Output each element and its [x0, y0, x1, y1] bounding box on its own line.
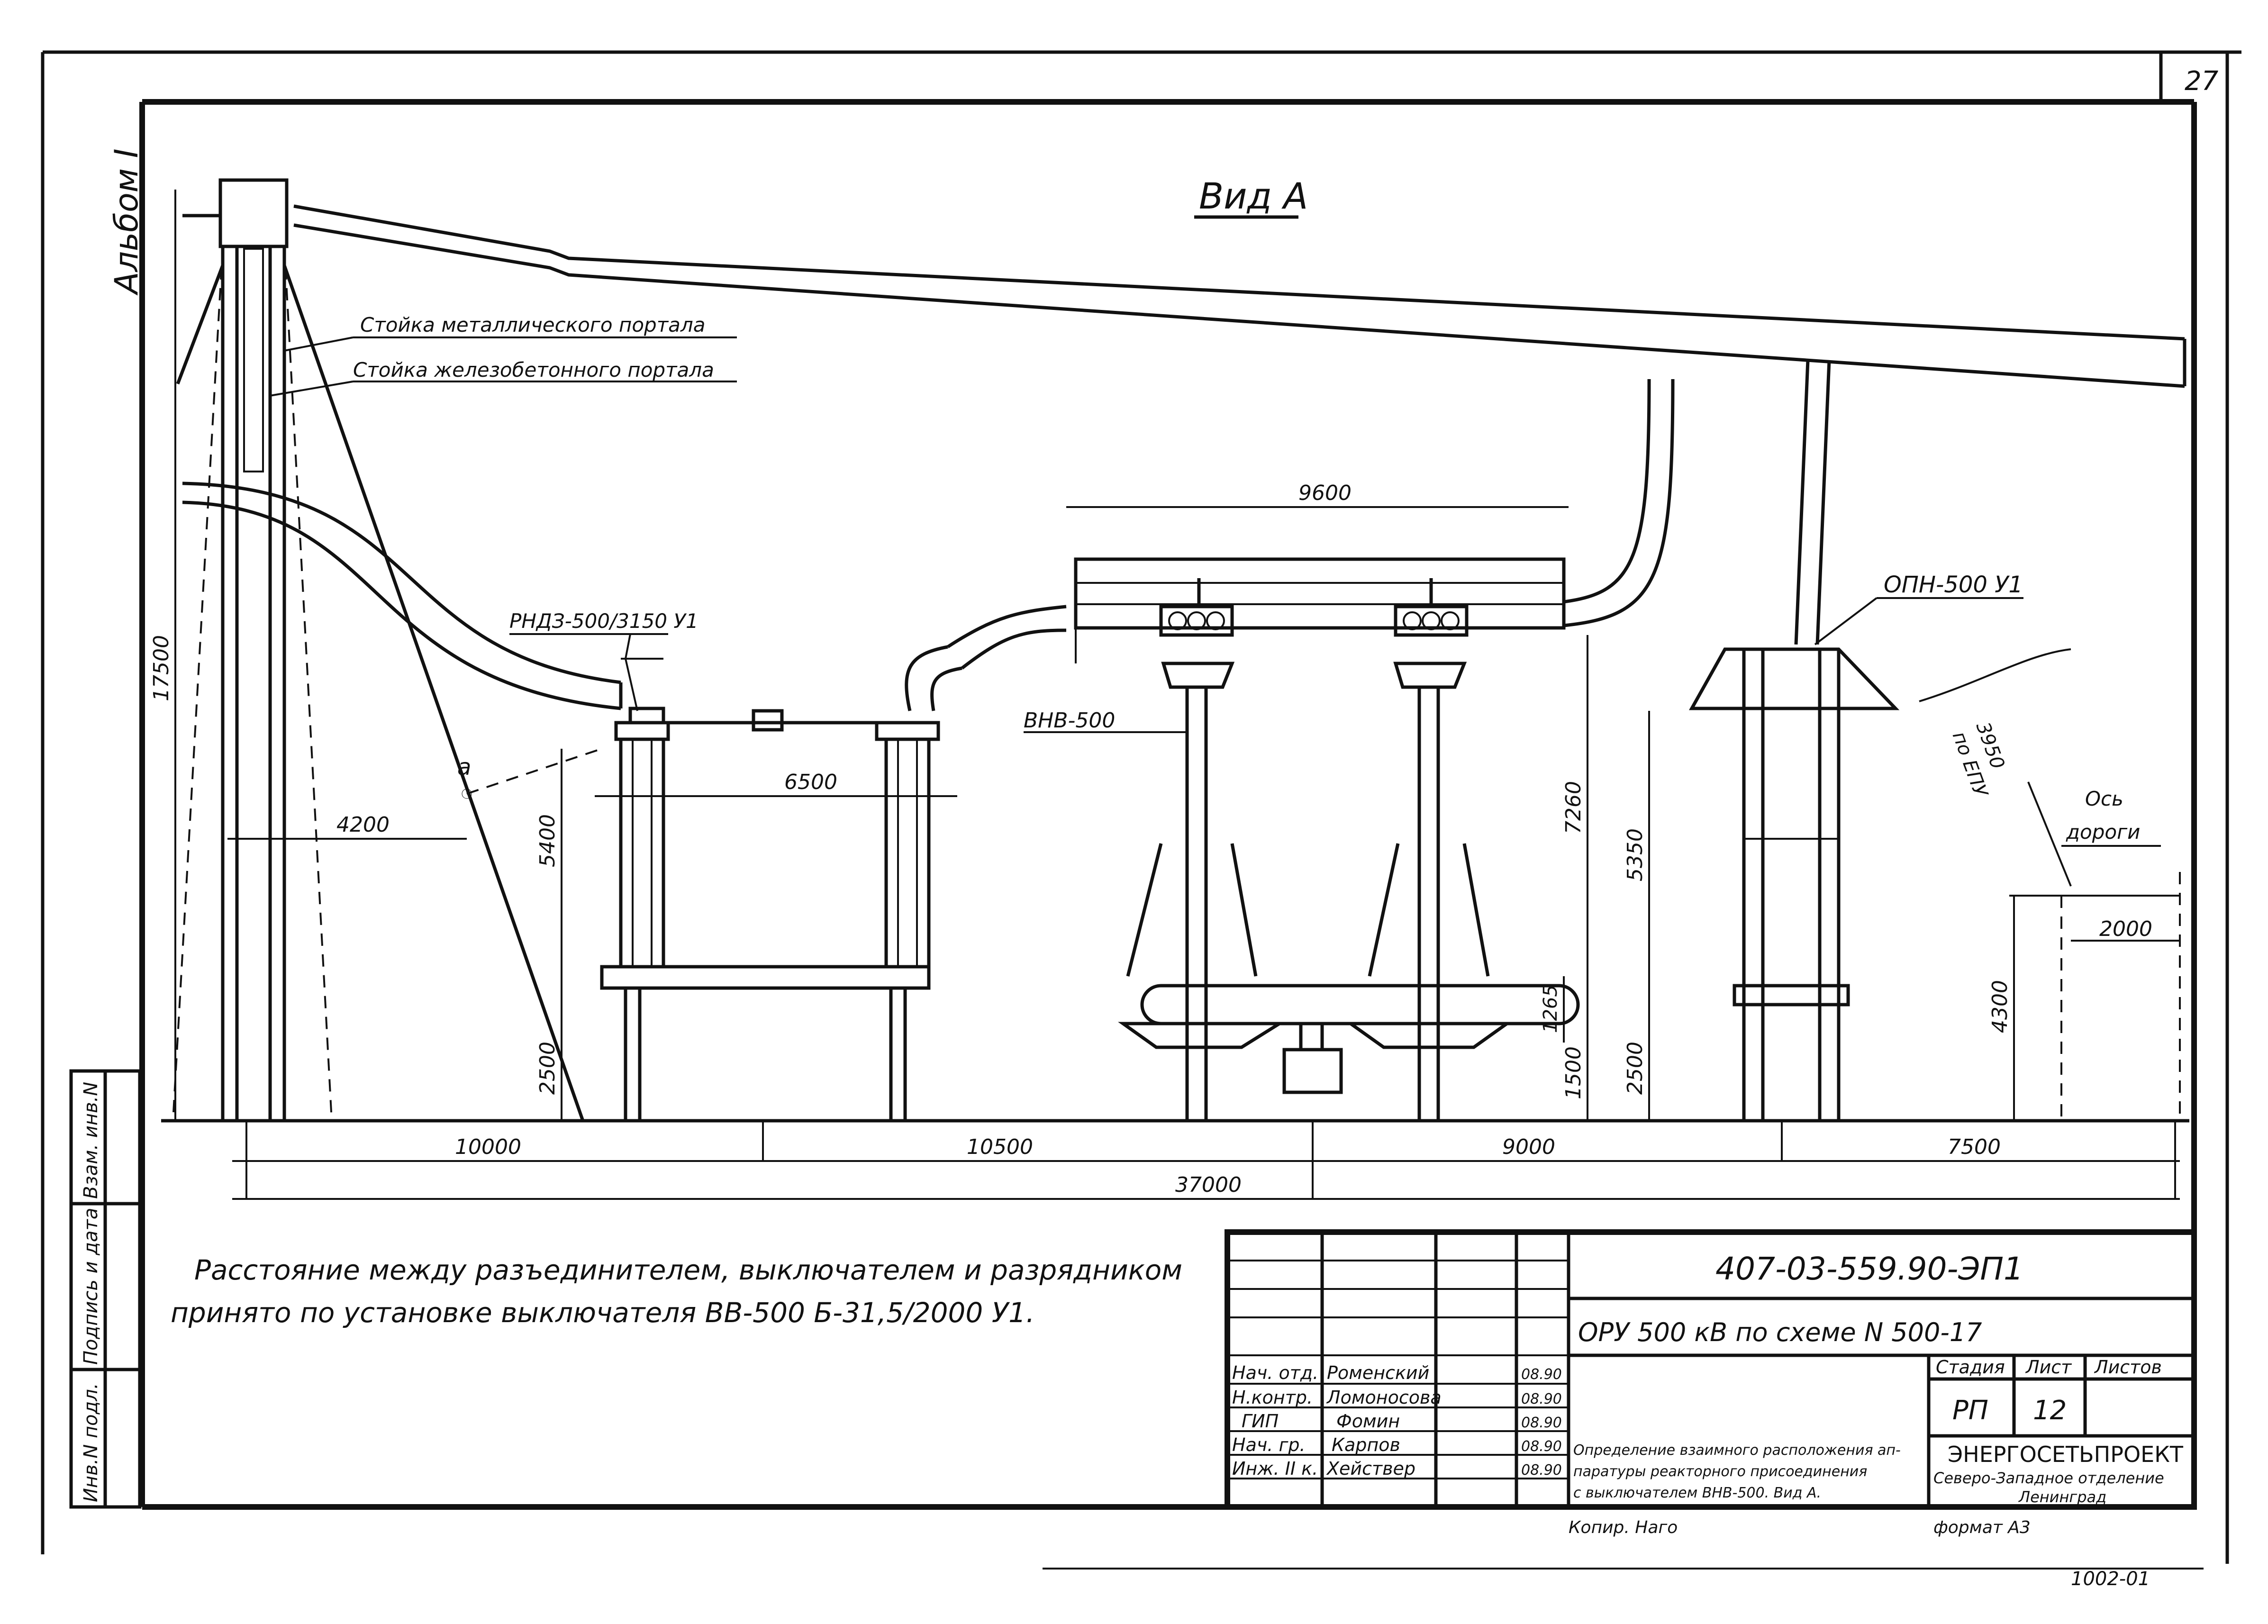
dim-2000: 2000 [2099, 917, 2152, 941]
row-name: Хействер [1326, 1458, 1415, 1479]
dim-2500-a: 2500 [535, 1042, 560, 1095]
approval-rows: Нач. отд. Роменский 08.90 Н.контр. Ломон… [1232, 1362, 1562, 1479]
dim-2500-b: 2500 [1623, 1042, 1647, 1095]
row-date: 08.90 [1521, 1438, 1562, 1455]
upper-conductor [293, 204, 2186, 388]
dim-10000: 10000 [455, 1135, 521, 1159]
org-branch: Северо-Западное отделение [1933, 1469, 2164, 1487]
dim-4300: 4300 [1988, 980, 2012, 1033]
side-stamp-inv-podl: Инв.N подл. [80, 1383, 102, 1502]
row-role: ГИП [1242, 1411, 1279, 1432]
row-role: Инж. II к. [1232, 1458, 1318, 1479]
dim-9600: 9600 [1298, 481, 1352, 505]
disconnector-rndz [600, 605, 1067, 1121]
row-name: Ломоносова [1326, 1387, 1442, 1408]
outer-frame [41, 50, 2241, 1564]
side-stamp-vzam: Взам. инв.N [80, 1082, 102, 1199]
sheet-number: 27 [2185, 66, 2219, 97]
row-date: 08.90 [1521, 1462, 1562, 1479]
title-block [1225, 1229, 2197, 1510]
row-date: 08.90 [1521, 1366, 1562, 1383]
row-role: Нач. гр. [1232, 1434, 1306, 1455]
bottom-code: 1002-01 [2071, 1568, 2150, 1590]
arrester-opn [1689, 647, 1900, 1121]
row-role: Н.контр. [1232, 1387, 1313, 1408]
concrete-portal-label: Стойка железобетонного портала [353, 358, 714, 381]
sheet-header: Лист [2025, 1357, 2072, 1378]
row-name: Фомин [1336, 1411, 1400, 1432]
row-name: Роменский [1327, 1362, 1429, 1383]
dim-7260: 7260 [1561, 781, 1586, 834]
lower-conductor [182, 481, 621, 684]
view-title: Вид А [1199, 175, 1308, 217]
side-stamp: Инв.N подл. Подпись и дата Взам. инв.N [69, 1069, 142, 1509]
project-title: ОРУ 500 кВ по схеме N 500-17 [1578, 1317, 1982, 1347]
description-line-1: Определение взаимного расположения ап- [1573, 1442, 1901, 1459]
sheet-value: 12 [2033, 1395, 2067, 1426]
description-line-3: с выключателем ВНВ-500. Вид А. [1573, 1485, 1821, 1501]
dim-5350: 5350 [1623, 828, 1647, 881]
stage-header: Стадия [1936, 1357, 2005, 1378]
row-date: 08.90 [1521, 1415, 1562, 1431]
breaker-vnv [1074, 557, 1580, 1121]
sheets-header: Листов [2094, 1357, 2162, 1378]
stage-value: РП [1952, 1395, 1988, 1426]
row-name: Карпов [1332, 1434, 1400, 1455]
disconnector-label: РНДЗ-500/3150 У1 [509, 609, 699, 633]
description-line-2: паратуры реакторного присоединения [1573, 1463, 1867, 1480]
org-city: Ленинград [2018, 1488, 2106, 1506]
dim-1265: 1265 [1540, 985, 1561, 1033]
dim-17500: 17500 [149, 635, 173, 701]
format-label: формат А3 [1933, 1518, 2031, 1537]
copied-label: Копир. Наго [1569, 1518, 1678, 1537]
note-line-1: Расстояние между разъединителем, выключа… [194, 1254, 1182, 1286]
org-name: ЭНЕРГОСЕТЬПРОЕКТ [1948, 1442, 2184, 1467]
dimension-lines [174, 190, 2180, 1200]
dim-7500: 7500 [1948, 1135, 2001, 1159]
road-axis-label-1: Ось [2085, 787, 2123, 810]
side-stamp-signature: Подпись и дата [80, 1208, 102, 1365]
road-axis [1919, 648, 2181, 1121]
row-role: Нач. отд. [1232, 1362, 1318, 1383]
drop-to-arrester [1794, 360, 1810, 645]
dim-10500: 10500 [967, 1135, 1033, 1159]
note-line-2: принято по установке выключателя ВВ-500 … [171, 1297, 1034, 1329]
arrester-label: ОПН-500 У1 [1884, 572, 2023, 598]
album-label: Альбом I [108, 148, 145, 296]
dim-5400: 5400 [535, 814, 560, 867]
portal-column [172, 178, 585, 1122]
dim-37000: 37000 [1175, 1173, 1242, 1197]
dim-4200: 4200 [336, 813, 390, 837]
breaker-label: ВНВ-500 [1024, 708, 1115, 733]
drop-to-breaker [1563, 379, 1651, 604]
row-date: 08.90 [1521, 1391, 1562, 1407]
dim-9000: 9000 [1502, 1135, 1555, 1159]
metal-portal-label: Стойка металлического портала [360, 313, 705, 336]
road-axis-label-2: дороги [2066, 820, 2140, 844]
doc-code: 407-03-559.90-ЭП1 [1715, 1251, 2023, 1287]
dim-6500: 6500 [784, 770, 837, 794]
dim-1500: 1500 [1561, 1046, 1586, 1099]
point-a-label: а [457, 754, 471, 780]
